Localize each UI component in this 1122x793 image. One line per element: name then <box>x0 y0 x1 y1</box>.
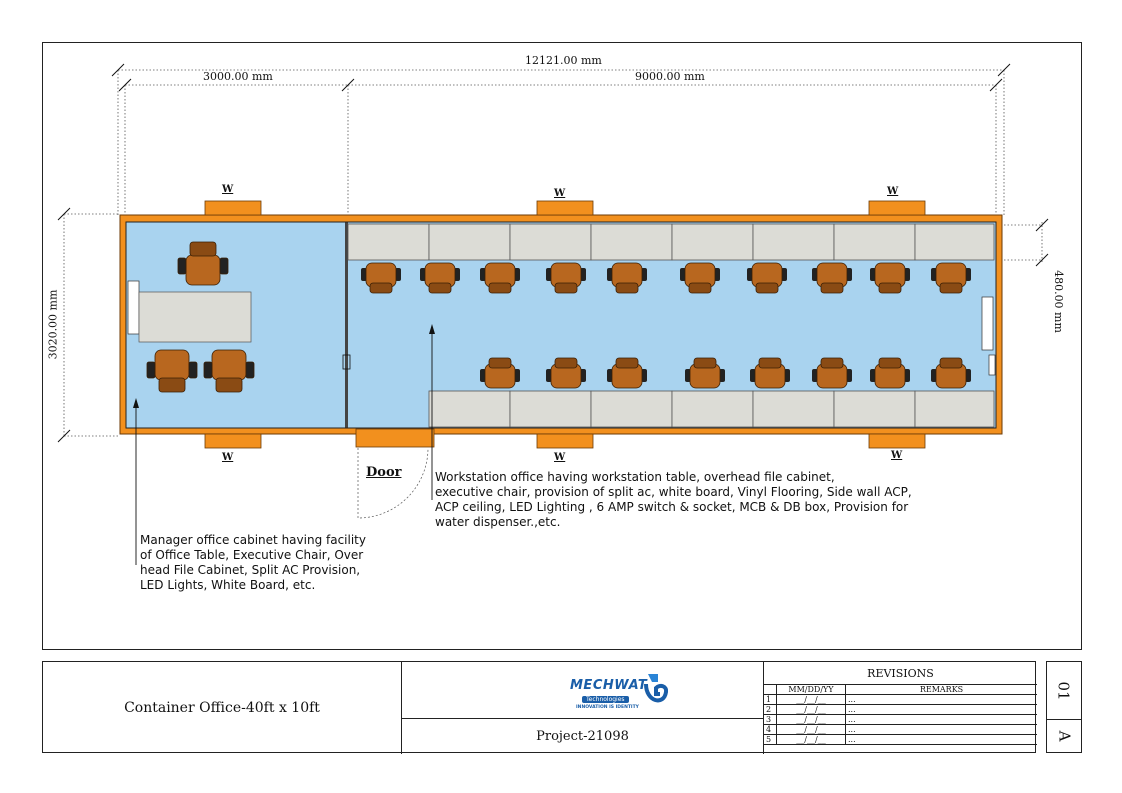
revision-no: 4 <box>764 724 777 735</box>
rev-remarks-header: REMARKS <box>845 684 1037 695</box>
workstation-chair <box>607 262 647 294</box>
revisions-table: REVISIONS MM/DD/YY REMARKS 1__/__/__...2… <box>764 662 1037 754</box>
door-label: Door <box>366 465 402 480</box>
dim-workstation-length: 9000.00 mm <box>635 70 705 83</box>
window-label-bottom-3: W <box>891 450 903 461</box>
title-block: Container Office-40ft x 10ft MECHWAT Tec… <box>42 661 1037 754</box>
workstation-chair <box>812 357 852 389</box>
revision-date: __/__/__ <box>776 734 846 745</box>
window-label-top-1: W <box>222 184 234 195</box>
revision-remarks: ... <box>845 704 1037 715</box>
whiteboard-manager <box>127 280 140 335</box>
workstation-chair <box>361 262 401 294</box>
workstation-chair <box>420 262 460 294</box>
workstation-chair <box>680 262 720 294</box>
workstation-chair <box>546 357 586 389</box>
revision-no: 2 <box>764 704 777 715</box>
workstation-chair <box>750 357 790 389</box>
drawing-frame <box>42 42 1082 650</box>
whiteboard-workstation <box>981 296 994 351</box>
revision-no: 1 <box>764 694 777 705</box>
revision-no: 3 <box>764 714 777 725</box>
logo-mark-icon <box>644 674 668 703</box>
workstation-chair <box>870 357 910 389</box>
windows <box>204 200 926 449</box>
window-label-bottom-2: W <box>554 452 566 463</box>
workstation-chairs-bottom <box>480 357 971 389</box>
manager-chair <box>177 241 229 286</box>
workstation-chairs-top <box>361 262 971 294</box>
note-workstation-office: Workstation office having workstation ta… <box>435 470 912 529</box>
dimension-ticks <box>57 63 1049 443</box>
sheet-revision: A <box>1055 730 1073 741</box>
window-label-top-2: W <box>554 188 566 199</box>
revision-remarks: ... <box>845 724 1037 735</box>
manager-desk <box>138 291 252 343</box>
workstation-desks-bottom <box>428 390 995 428</box>
revision-remarks: ... <box>845 734 1037 745</box>
revision-row: 4__/__/__... <box>764 724 1037 735</box>
workstation-chair <box>685 357 725 389</box>
workstation-chair <box>931 357 971 389</box>
logo-tagline: INNOVATION IS IDENTITY <box>576 705 639 710</box>
project-number: Project-21098 <box>402 719 764 754</box>
revision-remarks: ... <box>845 694 1037 705</box>
revision-no: 5 <box>764 734 777 745</box>
revision-row: 2__/__/__... <box>764 704 1037 715</box>
workstation-chair <box>747 262 787 294</box>
partition-wall <box>345 222 348 428</box>
rev-date-header: MM/DD/YY <box>776 684 846 695</box>
workstation-chair <box>480 357 520 389</box>
workstation-chair <box>480 262 520 294</box>
revision-date: __/__/__ <box>776 714 846 725</box>
sheet-number: 01 <box>1047 662 1081 720</box>
sheet-box: 01 A <box>1046 661 1082 753</box>
visitor-chairs <box>146 349 255 393</box>
drawing-title: Container Office-40ft x 10ft <box>43 662 402 754</box>
window-label-bottom-1: W <box>222 452 234 463</box>
revision-row: 1__/__/__... <box>764 694 1037 705</box>
logo-name: MECHWAT <box>570 678 648 693</box>
door <box>355 428 435 448</box>
dim-offset: 480.00 mm <box>1051 270 1065 333</box>
note-manager-office: Manager office cabinet having facility o… <box>140 533 366 592</box>
workstation-chair <box>870 262 910 294</box>
revision-row: 5__/__/__... <box>764 734 1037 745</box>
revision-date: __/__/__ <box>776 704 846 715</box>
window-label-top-3: W <box>887 186 899 197</box>
dim-overall-length: 12121.00 mm <box>525 54 602 67</box>
workstation-chair <box>607 357 647 389</box>
revision-remarks: ... <box>845 714 1037 725</box>
workstation-chair <box>546 262 586 294</box>
company-logo: MECHWAT Technologies INNOVATION IS IDENT… <box>402 662 764 719</box>
workstation-desks-top <box>347 223 995 261</box>
revisions-grid: MM/DD/YY REMARKS 1__/__/__...2__/__/__..… <box>764 684 1037 745</box>
revisions-title: REVISIONS <box>764 662 1037 685</box>
dimension-lines <box>63 69 1043 437</box>
revision-row: 3__/__/__... <box>764 714 1037 725</box>
workstation-chair <box>812 262 852 294</box>
revision-date: __/__/__ <box>776 724 846 735</box>
dim-manager-length: 3000.00 mm <box>203 70 273 83</box>
revision-date: __/__/__ <box>776 694 846 705</box>
logo-sub: Technologies <box>582 696 629 703</box>
workstation-chair <box>931 262 971 294</box>
dim-width: 3020.00 mm <box>46 289 60 360</box>
water-dispenser <box>988 354 996 376</box>
